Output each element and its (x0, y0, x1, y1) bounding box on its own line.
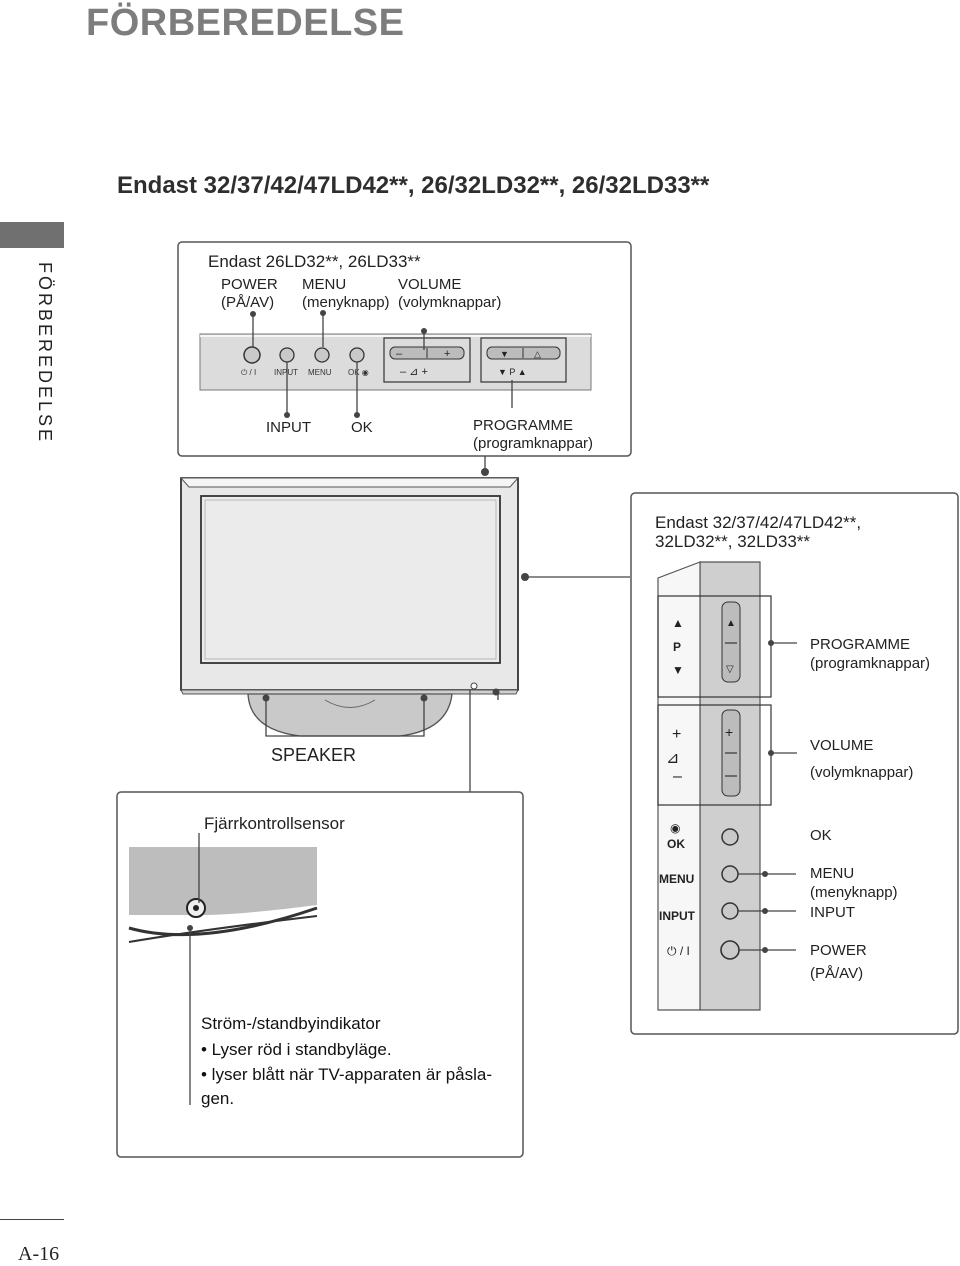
svg-text:▲: ▲ (672, 616, 684, 630)
side-strip-power-label: ⏻ / I (667, 944, 690, 958)
svg-text:▽: ▽ (726, 664, 734, 675)
side-label-input: INPUT (810, 904, 855, 921)
indicator-bullet-1: • Lyser röd i standbyläge. (201, 1040, 392, 1059)
section-subtitle: Endast 32/37/42/47LD42**, 26/32LD32**, 2… (117, 172, 710, 199)
side-strip-input-label: INPUT (659, 909, 696, 923)
top-strip-input-label: INPUT (274, 368, 298, 377)
page-title: FÖRBEREDELSE (86, 2, 405, 44)
side-label-menu-sub: (menyknapp) (810, 884, 898, 901)
side-label-programme-sub: (programknappar) (810, 655, 931, 672)
page-number: A-16 (18, 1243, 60, 1265)
svg-text:▼: ▼ (500, 349, 509, 359)
top-label-menu: MENU (302, 276, 347, 293)
sensor-closeup (129, 847, 317, 915)
top-label-volume-sub: (volymknappar) (398, 294, 502, 311)
svg-text:△: △ (534, 349, 541, 359)
footer-rule (0, 1219, 64, 1220)
svg-text:▼: ▼ (672, 663, 684, 677)
indicator-title: Ström-/standbyindikator (201, 1014, 381, 1033)
side-panel-heading-1: Endast 32/37/42/47LD42**, (655, 513, 862, 532)
sidebar-tab-marker (0, 222, 64, 248)
side-ok-button (721, 828, 739, 846)
side-input-button (721, 902, 739, 920)
top-label-volume: VOLUME (398, 276, 462, 293)
side-menu-button (721, 865, 739, 883)
sensor-heading: Fjärrkontrollsensor (204, 814, 345, 833)
side-strip-menu-label: MENU (659, 872, 694, 886)
svg-text:◉: ◉ (670, 821, 680, 835)
sidebar-section-label: FÖRBEREDELSE (35, 262, 55, 445)
svg-text:⊿: ⊿ (666, 750, 679, 767)
svg-text:–: – (396, 348, 403, 360)
top-programme-group (480, 337, 567, 383)
speaker-label: SPEAKER (271, 745, 357, 765)
top-power-button (243, 346, 261, 364)
side-panel-heading-2: 32LD32**, 32LD33** (655, 532, 811, 551)
top-volume-group (383, 337, 471, 383)
side-strip-ok-label: OK (667, 837, 685, 851)
svg-text:+: + (672, 726, 681, 743)
svg-text:▼ P ▲: ▼ P ▲ (498, 367, 527, 377)
side-power-button (720, 940, 740, 960)
svg-text:– ⊿ +: – ⊿ + (400, 366, 428, 378)
sensor-panel-frame (116, 791, 524, 1158)
indicator-bullet-2: • lyser blått när TV-apparaten är påsla- (201, 1065, 493, 1084)
top-label-input: INPUT (266, 419, 311, 436)
side-control-strip (657, 561, 701, 1011)
side-label-volume: VOLUME (810, 737, 874, 754)
top-label-programme-sub: (programknappar) (473, 435, 594, 452)
top-input-button (279, 347, 295, 363)
top-label-power: POWER (221, 276, 278, 293)
top-label-programme: PROGRAMME (473, 417, 574, 434)
top-menu-button (314, 347, 330, 363)
side-label-power: POWER (810, 942, 867, 959)
top-panel-heading: Endast 26LD32**, 26LD33** (208, 252, 421, 271)
svg-text:+: + (725, 724, 733, 740)
top-strip-menu-label: MENU (308, 368, 332, 377)
side-label-power-sub: (PÅ/AV) (810, 965, 864, 982)
side-label-programme: PROGRAMME (810, 636, 911, 653)
side-strip-p-label: P (673, 640, 681, 654)
top-ok-button (349, 347, 365, 363)
side-label-ok: OK (810, 827, 832, 844)
top-label-ok: OK (351, 419, 373, 436)
indicator-bullet-3: gen. (201, 1089, 235, 1108)
svg-text:+: + (444, 348, 450, 360)
top-strip-ok-label: OK ◉ (348, 368, 369, 377)
svg-text:▲: ▲ (726, 618, 736, 629)
top-label-menu-sub: (menyknapp) (302, 294, 390, 311)
side-label-volume-sub: (volymknappar) (810, 764, 914, 781)
top-label-power-sub: (PÅ/AV) (221, 294, 275, 311)
side-label-menu: MENU (810, 865, 855, 882)
svg-text:–: – (673, 768, 682, 785)
top-strip-power-label: ⏻ / I (241, 368, 256, 377)
